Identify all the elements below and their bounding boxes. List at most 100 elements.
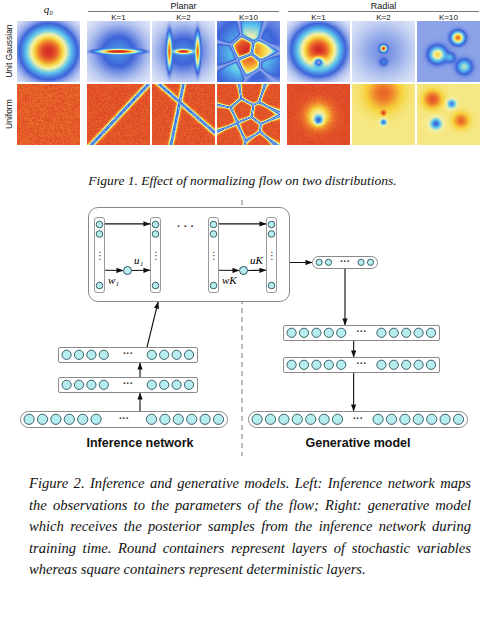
group-header: Radial (287, 1, 480, 12)
unit-circle (37, 414, 47, 424)
column-header: K=1 (87, 13, 150, 23)
unit-circle (325, 259, 331, 265)
unit-circle (172, 350, 181, 359)
density-heatmap (352, 21, 415, 82)
heatmap-grid (17, 21, 480, 145)
unit-circle (316, 259, 322, 265)
stochastic-layer: ··· (248, 411, 468, 428)
unit-circle (373, 414, 383, 424)
unit-circle (377, 328, 386, 337)
ellipsis-mark: ··· (59, 379, 197, 389)
unit-circle (402, 360, 411, 369)
unit-circle (337, 360, 346, 369)
unit-circle (213, 414, 223, 424)
unit-circle (51, 414, 61, 424)
row-header: Unit Gaussian (4, 21, 14, 82)
ellipsis-mark: ⋮ (267, 251, 276, 261)
column-header: K=2 (152, 13, 215, 23)
parameter-label: w₁ (108, 275, 119, 286)
parameter-label: u₁ (134, 255, 143, 266)
unit-circle (268, 221, 275, 228)
column-header: K=10 (417, 13, 480, 23)
unit-circle (146, 414, 156, 424)
unit-circle (427, 414, 437, 424)
unit-circle (210, 282, 217, 289)
unit-circle (210, 231, 217, 238)
ellipsis-mark: ⋮ (209, 251, 218, 261)
unit-circle (78, 414, 88, 424)
arrow-connector (290, 262, 312, 263)
group-rule (288, 11, 479, 12)
flow-layer: ⋮ (94, 217, 105, 293)
ellipsis-mark: ··· (313, 257, 377, 267)
ellipsis-mark: ⋮ (151, 251, 160, 261)
unit-circle (367, 259, 373, 265)
panel-label: Generative model (258, 436, 458, 451)
ellipsis-mark: ··· (21, 414, 227, 424)
flow-layer: ⋮ (150, 217, 161, 293)
unit-circle (268, 282, 275, 289)
ellipsis-mark: ··· (284, 327, 439, 337)
unit-circle (299, 360, 308, 369)
unit-circle (62, 380, 71, 389)
ellipsis-mark: ··· (284, 359, 439, 369)
unit-circle (312, 328, 321, 337)
ellipsis-mark: ··· (249, 414, 467, 424)
unit-circle (160, 414, 170, 424)
unit-circle (160, 350, 169, 359)
unit-circle (279, 414, 289, 424)
stochastic-layer: ··· (312, 256, 378, 269)
deterministic-layer: ··· (58, 377, 198, 393)
density-heatmap (287, 21, 350, 82)
unit-circle (324, 328, 333, 337)
parameter-label: wK (222, 275, 237, 286)
density-heatmap (87, 21, 150, 82)
unit-circle (312, 360, 321, 369)
unit-circle (265, 414, 275, 424)
group-rule (88, 11, 279, 12)
flow-layer: ⋮ (208, 217, 219, 293)
density-heatmap (17, 84, 80, 145)
unit-circle (413, 414, 423, 424)
unit-circle (24, 414, 34, 424)
density-heatmap (217, 84, 280, 145)
unit-circle (200, 414, 210, 424)
unit-circle (210, 221, 217, 228)
unit-circle (152, 221, 159, 228)
density-heatmap (152, 84, 215, 145)
deterministic-layer: ··· (58, 347, 198, 363)
unit-circle (147, 350, 156, 359)
unit-circle (96, 221, 103, 228)
ellipsis-mark: · · · (163, 221, 208, 232)
density-heatmap (17, 21, 80, 82)
unit-circle (252, 414, 262, 424)
unit-circle (152, 282, 159, 289)
unit-circle (426, 360, 435, 369)
unit-circle (74, 350, 83, 359)
unit-circle (64, 414, 74, 424)
flow-unit: w₁u₁ (123, 266, 132, 275)
unit-circle (402, 328, 411, 337)
unit-circle (268, 231, 275, 238)
unit-circle (453, 414, 463, 424)
stochastic-layer: ··· (20, 411, 228, 428)
unit-circle (306, 414, 316, 424)
panel-label: Inference network (40, 436, 240, 451)
unit-circle (440, 414, 450, 424)
unit-circle (74, 380, 83, 389)
unit-circle (160, 380, 169, 389)
arrow-connector (139, 393, 140, 411)
arrow-connector (139, 363, 140, 377)
column-header: K=10 (217, 13, 280, 23)
density-heatmap (87, 84, 150, 145)
deterministic-layer: ··· (283, 325, 440, 341)
unit-circle (184, 380, 193, 389)
deterministic-layer: ··· (283, 357, 440, 373)
ellipsis-mark: ··· (59, 349, 197, 359)
unit-circle (324, 360, 333, 369)
flow-unit: wKuK (239, 266, 248, 275)
unit-circle (414, 360, 423, 369)
unit-circle (99, 380, 108, 389)
parameter-label: uK (250, 255, 263, 266)
